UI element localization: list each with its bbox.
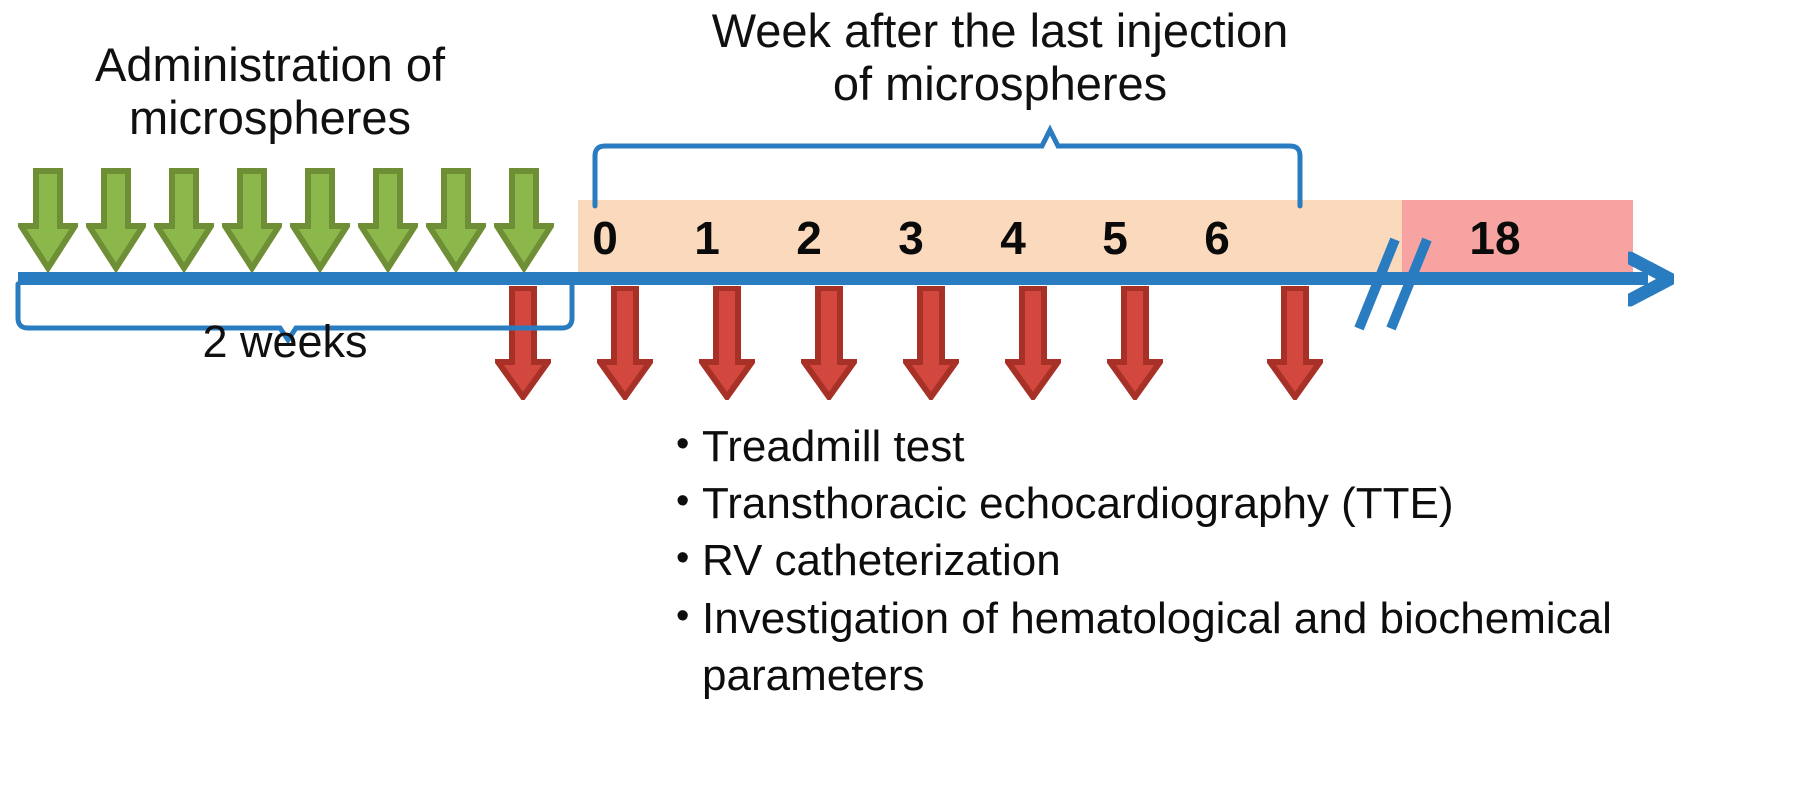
tick-label-2: 2 (796, 212, 822, 264)
red-down-arrow-icon-1 (597, 286, 653, 400)
bullet-point-icon: • (676, 594, 690, 637)
bullet-point-icon: • (676, 423, 690, 465)
administration-label: Administration of microspheres (94, 38, 446, 145)
assessment-list-item: • Treadmill test (676, 418, 1786, 475)
tick-label-4: 4 (1000, 212, 1026, 264)
assessment-list-item: • Investigation of hematological and bioc… (676, 590, 1786, 704)
green-down-arrow-icon (426, 168, 486, 272)
top-bracket (592, 124, 1303, 209)
green-down-arrow-icon (494, 168, 554, 272)
tick-label-6: 6 (1204, 212, 1230, 264)
green-down-arrow-icon (290, 168, 350, 272)
tick-label-1: 1 (694, 212, 720, 264)
bullet-point-icon: • (676, 537, 690, 580)
bottom-bracket (15, 281, 575, 345)
duration-label: 2 weeks (202, 316, 368, 367)
red-down-arrow-icon-7 (1267, 286, 1323, 400)
tick-label-0: 0 (592, 212, 618, 264)
green-down-arrow-icon (18, 168, 78, 272)
assessment-list-item: • RV catheterization (676, 532, 1786, 589)
assessment-list-item-label: Transthoracic echocardiography (TTE) (702, 479, 1454, 529)
assessment-list-item-label: Treadmill test (702, 422, 965, 471)
red-down-arrow-icon-4 (903, 286, 959, 400)
red-down-arrow-icon-5 (1005, 286, 1061, 400)
assessment-list: • Treadmill test • Transthoracic echocardio… (676, 418, 1786, 704)
green-down-arrow-icon (86, 168, 146, 272)
timeline-band-week-18 (1402, 200, 1633, 278)
tick-label-5: 5 (1102, 212, 1128, 264)
week-axis-label: Week after the last injection of microsp… (711, 4, 1289, 111)
red-down-arrow-icon-2 (699, 286, 755, 400)
green-down-arrow-icon (222, 168, 282, 272)
green-down-arrow-icon (154, 168, 214, 272)
red-down-arrow-icon-3 (801, 286, 857, 400)
timeline-axis (18, 272, 1648, 285)
bullet-point-icon: • (676, 480, 690, 523)
red-down-arrow-icon-6 (1107, 286, 1163, 400)
assessment-list-item-label: RV catheterization (702, 536, 1061, 586)
axis-arrowhead-icon (1628, 251, 1674, 307)
tick-label-3: 3 (898, 212, 924, 264)
assessment-list-item-label: Investigation of hematological and bioch… (702, 593, 1612, 700)
green-down-arrow-icon (358, 168, 418, 272)
tick-label-18: 18 (1469, 212, 1521, 264)
red-down-arrow-icon-0 (495, 286, 551, 400)
timeline-band-weeks-0-6 (578, 200, 1402, 278)
assessment-list-item: • Transthoracic echocardiography (TTE) (676, 475, 1786, 532)
